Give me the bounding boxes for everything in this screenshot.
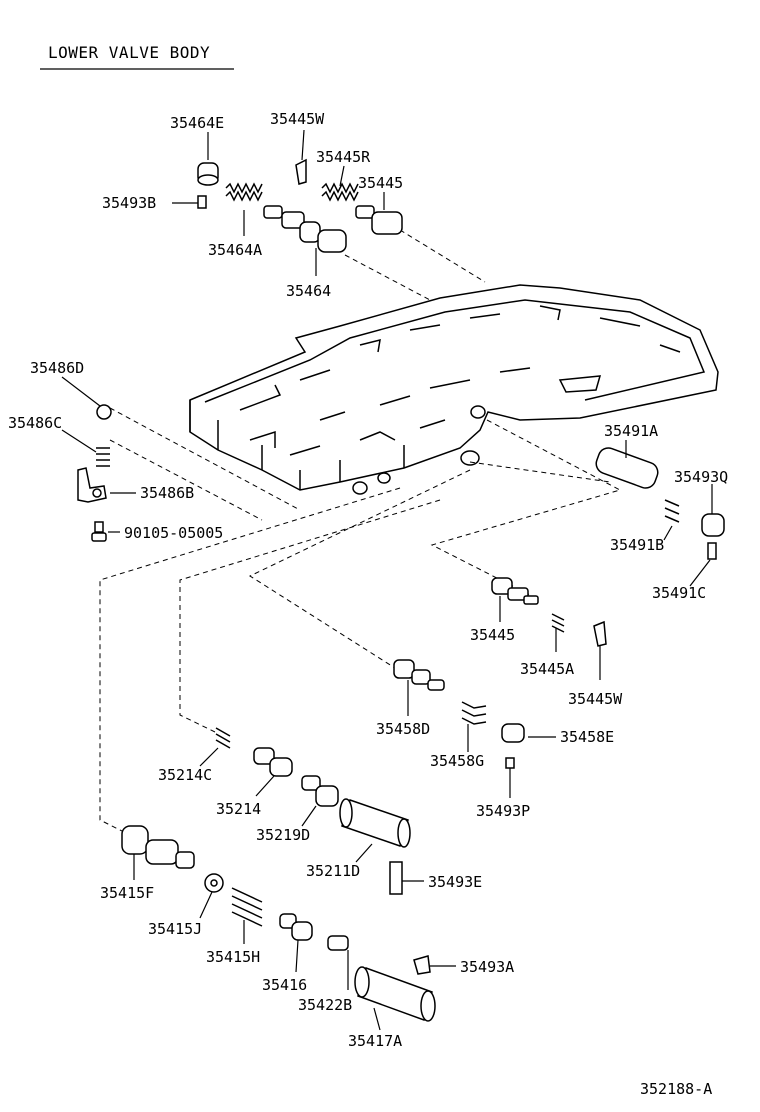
part-35493E-pin bbox=[389, 861, 403, 895]
part-35214-plunger bbox=[253, 747, 293, 777]
part-35415F-valve bbox=[121, 825, 195, 869]
part-35464-valve bbox=[263, 205, 347, 253]
part-35491A-sleeve bbox=[595, 447, 659, 489]
label-35493B: 35493B bbox=[102, 194, 156, 212]
diagram-title: LOWER VALVE BODY bbox=[48, 43, 210, 62]
part-35415J-washer bbox=[204, 873, 224, 893]
label-35486D: 35486D bbox=[30, 359, 84, 377]
label-35493P: 35493P bbox=[476, 802, 530, 820]
part-35445-top bbox=[355, 205, 403, 235]
label-35417A: 35417A bbox=[348, 1032, 402, 1050]
part-35445R-spring bbox=[321, 182, 359, 202]
part-35445A-spring bbox=[551, 613, 565, 633]
label-90105-05005: 90105-05005 bbox=[124, 524, 223, 542]
part-35417A-sleeve bbox=[354, 966, 436, 1022]
label-35422B: 35422B bbox=[298, 996, 352, 1014]
label-35486C: 35486C bbox=[8, 414, 62, 432]
part-35464E bbox=[197, 162, 219, 186]
part-35458D-valve bbox=[393, 659, 445, 691]
label-35486B: 35486B bbox=[140, 484, 194, 502]
part-35486C-spring bbox=[96, 447, 110, 467]
label-35458G: 35458G bbox=[430, 752, 484, 770]
label-35445-top: 35445 bbox=[358, 174, 403, 192]
part-35214C-spring bbox=[215, 727, 231, 749]
part-90105-bolt bbox=[91, 521, 107, 542]
part-35491C-pin bbox=[707, 542, 717, 560]
label-35493Q: 35493Q bbox=[674, 468, 728, 486]
label-35491A: 35491A bbox=[604, 422, 658, 440]
part-labels: 35464E 35445W 35445R 35445 35493B 35464A… bbox=[8, 110, 728, 1050]
part-35464A-spring bbox=[225, 182, 263, 202]
dashed-guide-lines bbox=[99, 229, 622, 836]
part-35416-plunger bbox=[279, 913, 313, 941]
label-35415J: 35415J bbox=[148, 920, 202, 938]
label-35445-mid: 35445 bbox=[470, 626, 515, 644]
label-35464A: 35464A bbox=[208, 241, 262, 259]
label-35493E: 35493E bbox=[428, 873, 482, 891]
part-35422B-pin bbox=[327, 935, 349, 951]
part-35415H-spring bbox=[231, 887, 263, 927]
label-35211D: 35211D bbox=[306, 862, 360, 880]
part-35458G-spring bbox=[461, 701, 487, 725]
label-35458D: 35458D bbox=[376, 720, 430, 738]
label-35491B: 35491B bbox=[610, 536, 664, 554]
label-35416: 35416 bbox=[262, 976, 307, 994]
part-35445W-mid bbox=[593, 620, 607, 647]
figure-code: 352188-A bbox=[640, 1080, 712, 1098]
label-35491C: 35491C bbox=[652, 584, 706, 602]
part-35219D-plunger bbox=[301, 775, 339, 807]
label-35415H: 35415H bbox=[206, 948, 260, 966]
part-35445W-top bbox=[295, 158, 307, 185]
label-35464: 35464 bbox=[286, 282, 331, 300]
label-35445R: 35445R bbox=[316, 148, 371, 166]
label-35214: 35214 bbox=[216, 800, 261, 818]
part-35493P-pin bbox=[505, 757, 515, 769]
part-35493Q-plug bbox=[701, 513, 725, 537]
label-35445W-top: 35445W bbox=[270, 110, 325, 128]
label-35445W-mid: 35445W bbox=[568, 690, 623, 708]
label-35464E: 35464E bbox=[170, 114, 224, 132]
part-35493B bbox=[197, 195, 207, 209]
part-35458E-plug bbox=[501, 723, 525, 743]
label-35458E: 35458E bbox=[560, 728, 614, 746]
part-35486B-bracket bbox=[77, 467, 107, 503]
label-leaders bbox=[61, 129, 713, 1031]
label-35415F: 35415F bbox=[100, 884, 154, 902]
part-35445-mid bbox=[491, 577, 539, 605]
label-35214C: 35214C bbox=[158, 766, 212, 784]
valve-body-plate bbox=[189, 284, 719, 495]
part-35493A-clip bbox=[413, 955, 431, 975]
label-35219D: 35219D bbox=[256, 826, 310, 844]
part-35211D-sleeve bbox=[339, 798, 411, 848]
label-35493A: 35493A bbox=[460, 958, 514, 976]
part-35491B-spring bbox=[664, 499, 680, 523]
part-35486D-ball bbox=[96, 404, 112, 420]
label-35445A: 35445A bbox=[520, 660, 574, 678]
